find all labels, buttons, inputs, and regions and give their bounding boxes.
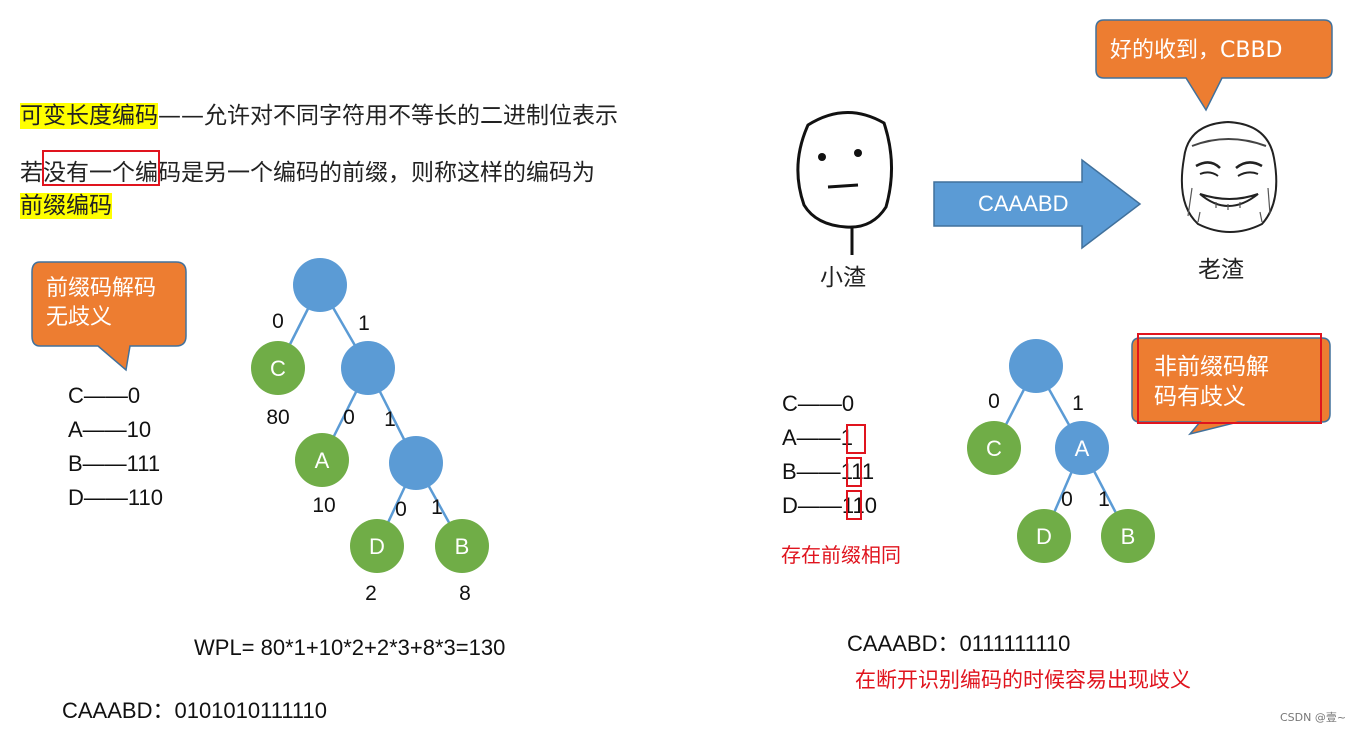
non-prefix-tree: C A D B 0 1 0 1 — [967, 339, 1155, 563]
node-label: A — [315, 448, 330, 473]
code-item: D——110 — [68, 485, 163, 510]
tree-node-root — [293, 258, 347, 312]
edge-label: 0 — [1061, 488, 1073, 511]
speech-bubble-top — [1095, 19, 1333, 112]
poker-face-icon — [796, 111, 893, 255]
node-label: D — [1036, 524, 1052, 549]
left-code-list: C——0 A——10 B——111 D——110 — [68, 383, 163, 519]
edge-label: 0 — [988, 390, 1000, 413]
code-item: C——0 — [782, 391, 855, 416]
prefix-code-tree: C A D B 0 1 0 1 0 1 80 10 2 8 — [251, 258, 489, 605]
node-label: B — [455, 534, 470, 559]
weight-label: 8 — [459, 582, 471, 605]
tree-node-d — [350, 519, 404, 573]
node-label: C — [270, 356, 286, 381]
code-item: D——110 — [782, 493, 877, 518]
variable-length-definition: 可变长度编码——允许对不同字符用不等长的二进制位表示 — [20, 103, 618, 129]
ambiguity-note: 在断开识别编码的时候容易出现歧义 — [855, 668, 1191, 692]
tree-node-internal — [341, 341, 395, 395]
tree-node-b — [435, 519, 489, 573]
tree-node-a — [1055, 421, 1109, 475]
weight-label: 10 — [312, 494, 335, 517]
tree-node-b — [1101, 509, 1155, 563]
node-label: C — [986, 436, 1002, 461]
node-label: A — [1075, 436, 1090, 461]
grinning-face-icon — [1180, 120, 1278, 233]
code-item: A——10 — [68, 417, 152, 442]
prefix-note: 存在前缀相同 — [781, 543, 901, 567]
tree-node-c — [251, 341, 305, 395]
edge-label: 1 — [1072, 392, 1084, 415]
left-encoding: CAAABD：0101010111110 — [62, 698, 327, 723]
person-left-label: 小渣 — [820, 265, 866, 291]
bubble-right-text: 非前缀码解码有歧义 — [1154, 354, 1269, 410]
prefix-code-term: 前缀编码 — [20, 193, 112, 219]
right-code-list: C——0 A——1 B——111 D——110 — [782, 391, 877, 527]
weight-label: 2 — [365, 582, 377, 605]
edge-label: 1 — [1098, 488, 1110, 511]
edge-label: 0 — [272, 310, 284, 333]
edge-label: 1 — [431, 496, 443, 519]
edge-label: 0 — [395, 498, 407, 521]
edge-label: 1 — [358, 312, 370, 335]
arrow-text: CAAABD — [978, 191, 1069, 216]
person-right-label: 老渣 — [1198, 257, 1244, 283]
red-box-prefix — [846, 424, 866, 454]
tree-node-a — [295, 433, 349, 487]
tree-node-root — [1009, 339, 1063, 393]
tree-node-c — [967, 421, 1021, 475]
arrow-right-icon — [933, 158, 1142, 250]
code-item: B——111 — [68, 451, 161, 476]
right-encoding: CAAABD：0111111110 — [847, 631, 1071, 656]
wpl-formula: WPL= 80*1+10*2+2*3+8*3=130 — [194, 635, 506, 660]
code-item: B——111 — [782, 459, 875, 484]
red-box-prefix — [846, 490, 862, 520]
red-box-prefix — [846, 457, 862, 487]
edge-label: 1 — [384, 408, 396, 431]
red-box-bubble — [1137, 333, 1322, 424]
bubble-left-text: 前缀码解码无歧义 — [46, 276, 157, 330]
bubble-top-text: 好的收到，CBBD — [1110, 38, 1283, 63]
code-item: C——0 — [68, 383, 141, 408]
speech-bubble-left — [31, 261, 187, 372]
footer-credit: CSDN @壹~ — [1280, 711, 1347, 724]
edge-label: 0 — [343, 406, 355, 429]
red-box-no-one — [42, 150, 160, 186]
weight-label: 80 — [266, 406, 289, 429]
tree-node-d — [1017, 509, 1071, 563]
node-label: D — [369, 534, 385, 559]
prefix-code-definition: 若没有一个编码是另一个编码的前缀，则称这样的编码为 — [20, 160, 595, 186]
speech-bubble-right — [1131, 337, 1331, 436]
tree-node-internal — [389, 436, 443, 490]
node-label: B — [1121, 524, 1136, 549]
term-variable-length-coding: 可变长度编码 — [20, 103, 158, 129]
boxed-phrase: 没有一个 — [43, 160, 135, 186]
